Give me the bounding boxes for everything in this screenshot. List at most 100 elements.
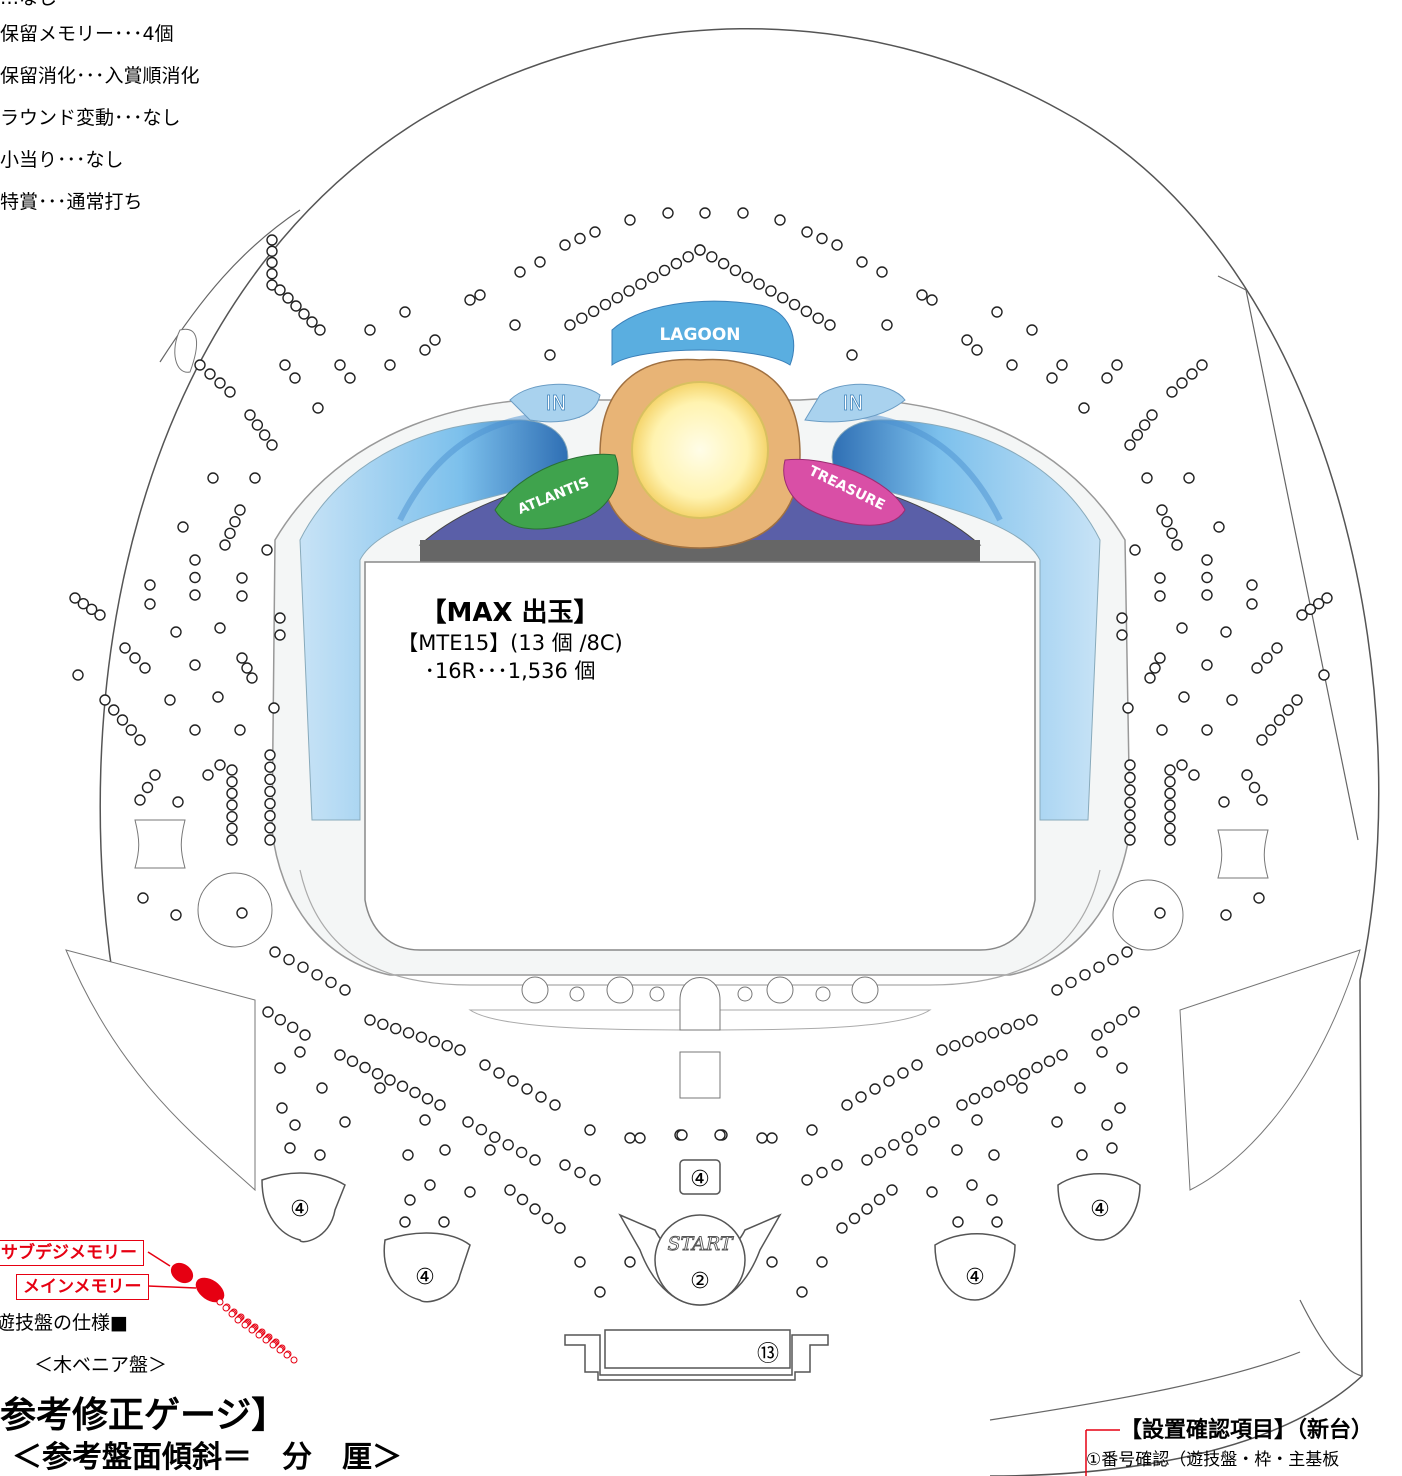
attacker-number-label: ⑬ — [757, 1342, 779, 1367]
nail — [968, 1093, 981, 1105]
nail — [507, 1075, 519, 1087]
nail — [509, 319, 521, 331]
nail — [1256, 794, 1268, 806]
nail — [311, 969, 323, 981]
pocket-left-inner — [383, 1232, 471, 1303]
nail — [194, 359, 206, 371]
nail — [993, 1080, 1006, 1092]
nail — [339, 984, 351, 996]
nail — [1107, 953, 1119, 966]
right-side-guide — [1179, 949, 1361, 1191]
memory-indicator — [147, 1251, 298, 1364]
attacker — [564, 1334, 829, 1381]
nail — [314, 1149, 326, 1161]
spec-small-hit: 小当り･･･なし — [0, 149, 124, 171]
nail — [504, 1184, 516, 1196]
memory-dot — [290, 1356, 298, 1364]
nail — [991, 1216, 1003, 1228]
nail — [1196, 359, 1208, 371]
nail — [1128, 1006, 1140, 1018]
nail — [1122, 702, 1134, 714]
nail — [1124, 759, 1136, 771]
nail — [462, 1116, 474, 1128]
nail — [971, 344, 983, 356]
nail — [344, 372, 356, 384]
nail — [883, 1075, 895, 1087]
nail — [1116, 629, 1128, 641]
memory-dot — [234, 1316, 242, 1324]
nail — [961, 334, 973, 346]
nail — [479, 1059, 491, 1071]
nail — [224, 527, 236, 540]
nail — [212, 691, 224, 703]
nail — [1018, 1068, 1031, 1080]
nail — [226, 799, 238, 811]
nail — [266, 234, 278, 246]
nail — [283, 953, 295, 966]
nail — [1226, 694, 1238, 706]
nail — [264, 797, 276, 810]
nail — [1312, 597, 1325, 610]
nail — [584, 1124, 596, 1136]
memory-dot — [269, 1341, 277, 1349]
nail — [881, 319, 893, 331]
nail — [99, 694, 111, 706]
nail — [1256, 734, 1268, 746]
spec-round-change: ラウンド変動･･･なし — [0, 107, 181, 129]
nail — [434, 1099, 446, 1111]
nail — [1101, 372, 1113, 384]
nail — [777, 292, 789, 304]
nail — [297, 961, 309, 973]
spec-partial: …なし — [0, 0, 57, 8]
nail — [848, 1212, 861, 1225]
nail — [916, 289, 928, 301]
nail — [1161, 515, 1173, 528]
nail — [1079, 969, 1091, 981]
nail — [589, 226, 601, 238]
nail — [258, 429, 271, 441]
nail — [1124, 796, 1136, 809]
spec-hold-memory: 保留メモリー･･･4個 — [0, 23, 174, 45]
nail — [312, 402, 324, 414]
nail — [753, 278, 765, 290]
nail — [766, 1256, 778, 1268]
nail — [623, 285, 635, 297]
nail — [1115, 1013, 1128, 1026]
nail — [429, 334, 441, 346]
nail — [236, 572, 248, 584]
nail — [346, 1055, 359, 1067]
nail — [1056, 359, 1068, 371]
in-right-text: IN — [843, 391, 864, 415]
nail — [1106, 1142, 1118, 1154]
nail — [251, 419, 264, 431]
nail — [424, 1179, 436, 1191]
nail — [1146, 409, 1158, 421]
nail — [170, 626, 182, 638]
nail — [1171, 539, 1183, 551]
nail — [534, 256, 546, 268]
pocket-left-inner-label: ④ — [415, 1265, 435, 1290]
nail — [234, 724, 246, 736]
nail — [1103, 1021, 1116, 1034]
check-item-1: ①番号確認（遊技盤・枠・主基板 — [1086, 1450, 1340, 1470]
left-windmill — [197, 872, 273, 948]
nail — [144, 579, 156, 591]
nail — [419, 344, 431, 356]
nail — [901, 1131, 913, 1143]
nail — [116, 714, 129, 726]
nail — [529, 1154, 541, 1166]
nail — [266, 268, 278, 280]
nail — [926, 1186, 938, 1198]
nail — [846, 349, 858, 361]
nail — [541, 1212, 554, 1225]
in-pocket-left — [509, 383, 601, 423]
left-warp — [134, 819, 186, 869]
nail — [1246, 598, 1258, 610]
nail — [624, 1132, 636, 1144]
nail — [189, 589, 201, 601]
nail — [1101, 1119, 1113, 1131]
nail — [236, 652, 248, 664]
nail — [559, 1159, 571, 1171]
nail — [72, 669, 84, 681]
